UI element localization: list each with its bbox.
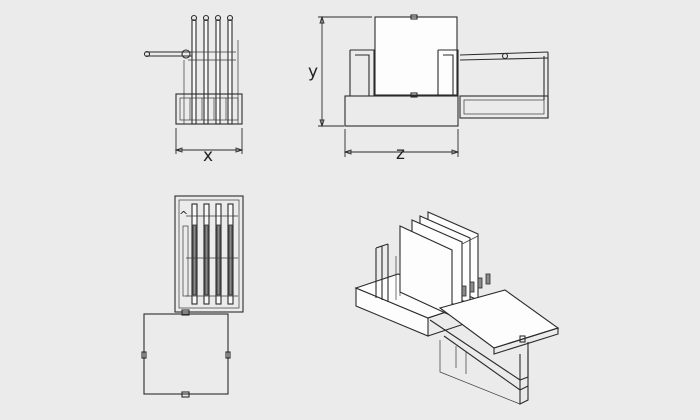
front-view-base xyxy=(175,93,243,125)
front-view-rails xyxy=(183,14,239,125)
top-view-panel-clip-left xyxy=(141,351,147,359)
iso-rail-struts xyxy=(455,346,467,374)
side-view-base-clip xyxy=(410,92,418,98)
front-view-rail-cap-4 xyxy=(226,14,234,22)
front-view-rod-bearing xyxy=(181,49,191,59)
top-view-left-guide xyxy=(182,225,189,297)
top-view-panel-clip-bottom xyxy=(181,391,190,398)
front-view-rail-2 xyxy=(203,19,209,125)
x-dim-arrow-right xyxy=(235,147,244,153)
side-view-drawer-inner xyxy=(463,99,545,115)
z-dim-arrow-left xyxy=(343,149,352,155)
front-view-base-inner xyxy=(179,97,239,121)
iso-drawer-clip xyxy=(519,335,526,343)
x-dim-arrow-left xyxy=(174,147,183,153)
top-view-frame xyxy=(174,195,244,313)
y-dim-label: y xyxy=(308,62,318,82)
iso-panel-clip-3 xyxy=(485,273,491,285)
y-dim-arrow-top xyxy=(319,15,325,24)
front-view-rod-knob xyxy=(143,50,151,58)
z-dim-arrow-right xyxy=(451,149,460,155)
z-dim-label: z xyxy=(396,144,405,164)
iso-rail-base xyxy=(439,340,521,405)
front-view-rail-3 xyxy=(215,19,221,125)
side-view-drawer xyxy=(459,95,549,119)
iso-left-frame-inner xyxy=(395,256,401,300)
side-view: y z xyxy=(308,14,549,164)
front-view-rail-cap-3 xyxy=(214,14,222,22)
top-view-rail-core-1 xyxy=(192,224,197,296)
y-dim-arrow-bottom xyxy=(319,119,325,128)
front-view-rail-cap-2 xyxy=(202,14,210,22)
top-view-panel xyxy=(143,313,229,395)
front-view-rail-cap-1 xyxy=(190,14,198,22)
front-view-rail-4 xyxy=(227,19,233,125)
side-view-slide-knob xyxy=(501,52,509,60)
top-view-rails xyxy=(182,203,238,305)
iso-rail-lower-2 xyxy=(443,335,529,391)
iso-front-post xyxy=(519,350,529,405)
iso-panel-clip-1 xyxy=(469,281,475,293)
iso-left-frame xyxy=(375,243,389,302)
iso-panel-clip-4 xyxy=(461,285,467,297)
side-view-base xyxy=(344,95,459,127)
iso-panel-clip-2 xyxy=(477,277,483,289)
iso-panel-edge-1 xyxy=(461,239,471,245)
top-view-panel-clip-right xyxy=(225,351,231,359)
front-view-rail-1 xyxy=(191,19,197,125)
x-dim-label: x xyxy=(203,146,213,166)
top-view: ^ xyxy=(141,195,244,398)
side-view-panel xyxy=(374,16,458,96)
front-view: x xyxy=(143,14,244,166)
top-view-rail-core-4 xyxy=(228,224,233,296)
top-view-rail-core-2 xyxy=(204,224,209,296)
top-view-arrow-mark: ^ xyxy=(179,209,188,222)
side-view-left-frame xyxy=(349,49,375,96)
side-view-slide-top-2 xyxy=(459,57,549,61)
isometric-view xyxy=(354,211,560,405)
top-view-panel-clip-top xyxy=(181,309,190,316)
iso-drawer-front xyxy=(493,327,559,355)
top-view-frame-inner xyxy=(178,199,240,309)
side-view-right-frame xyxy=(437,49,459,96)
iso-panel-edge-2 xyxy=(469,235,479,241)
top-view-rail-core-3 xyxy=(216,224,221,296)
side-view-panel-clip xyxy=(410,14,418,20)
